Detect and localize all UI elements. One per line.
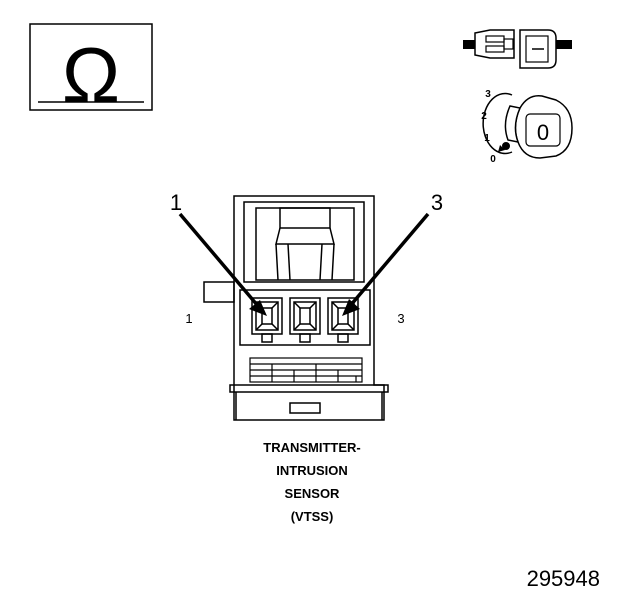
selector-value: 0	[537, 120, 549, 145]
pin-label-1: 1	[185, 311, 192, 326]
scale-label-1: 1	[484, 133, 490, 144]
ohmmeter-symbol: Ω	[29, 23, 153, 119]
range-selector-icon: 0 3 2 1 0	[481, 89, 573, 165]
terminal-cavity-2	[289, 297, 321, 343]
probe-connector-icon	[463, 29, 572, 69]
latch-band	[249, 357, 363, 383]
figure-number: 295948	[526, 566, 600, 591]
caption-line-2: INTRUSION	[276, 463, 348, 478]
callout-label-3: 3	[431, 190, 443, 215]
callout-label-1: 1	[170, 190, 182, 215]
caption-line-4: (VTSS)	[290, 509, 334, 524]
pin-label-3: 3	[397, 311, 404, 326]
caption-line-1: TRANSMITTER-	[263, 440, 361, 455]
ohm-icon: Ω	[62, 31, 120, 119]
caption-line-3: SENSOR	[284, 486, 340, 501]
scale-label-3: 3	[485, 89, 491, 100]
callout-arrow-1	[178, 212, 267, 316]
scale-label-0: 0	[490, 154, 496, 165]
callout-arrow-3	[342, 212, 430, 316]
scale-label-2: 2	[481, 111, 487, 122]
